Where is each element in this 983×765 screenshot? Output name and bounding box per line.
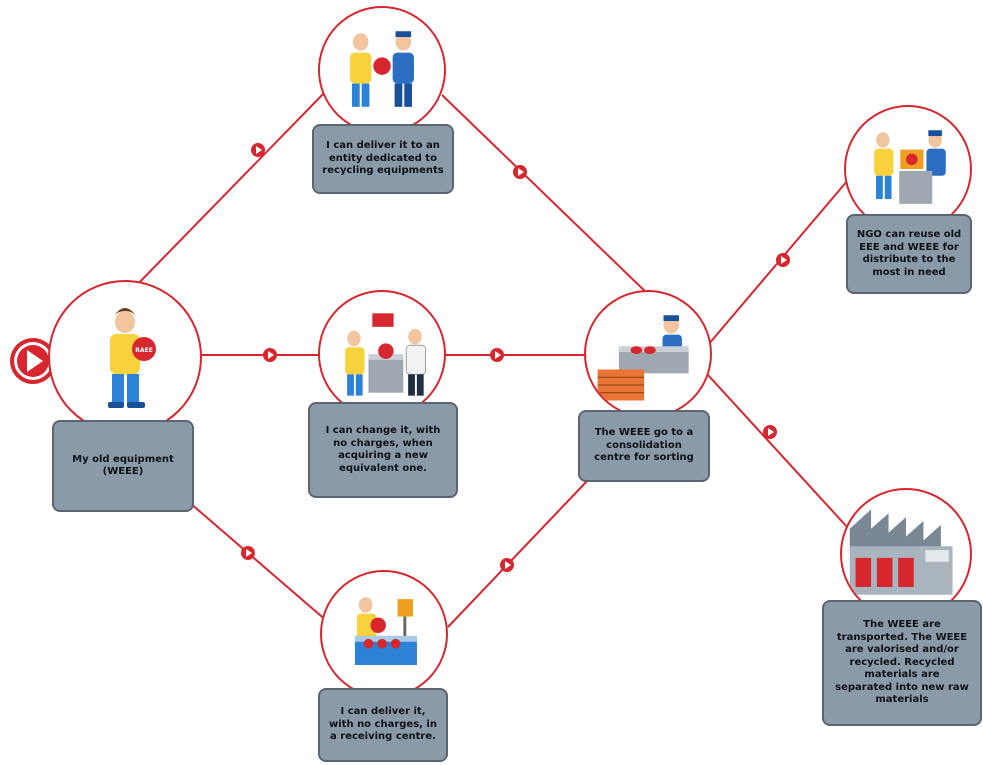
node-deliver-entity-circle xyxy=(318,6,446,134)
node-receiving-circle xyxy=(320,570,448,698)
ngo-donation-icon xyxy=(874,130,946,204)
person-holding-weee-icon: RAEE xyxy=(108,308,156,408)
node-change-label: I can change it, with no charges, when a… xyxy=(308,402,458,498)
node-receiving-label: I can deliver it, with no charges, in a … xyxy=(318,688,448,762)
node-old-equipment-label: My old equipment (WEEE) xyxy=(52,420,194,512)
node-consolidation-circle xyxy=(584,290,712,418)
edge-receiving-to-consolidation xyxy=(447,479,589,628)
handover-to-recycler-icon xyxy=(350,31,414,107)
node-transport-label: The WEEE are transported. The WEEE are v… xyxy=(822,600,982,726)
collection-bin-icon xyxy=(354,597,417,665)
sorting-worker-icon xyxy=(597,315,689,401)
edge-deliver-to-consolidation xyxy=(441,94,651,297)
flow-arrow-icon xyxy=(240,545,256,561)
node-transport-circle xyxy=(840,488,972,620)
flow-arrow-icon xyxy=(512,164,528,180)
play-icon[interactable] xyxy=(8,336,58,386)
node-change-circle xyxy=(318,290,446,418)
node-old-equipment-circle: RAEE xyxy=(48,280,202,434)
store-exchange-icon xyxy=(345,313,427,396)
flow-arrow-icon xyxy=(775,252,791,268)
edge-old-to-receiving xyxy=(189,502,329,623)
flow-arrow-icon xyxy=(262,347,278,363)
node-ngo-circle xyxy=(844,105,972,233)
node-ngo-label: NGO can reuse old EEE and WEEE for distr… xyxy=(846,214,972,294)
edge-consolidation-to-transport xyxy=(707,374,849,529)
node-deliver-entity-label: I can deliver it to an entity dedicated … xyxy=(312,124,454,194)
flow-arrow-icon xyxy=(489,347,505,363)
flow-arrow-icon xyxy=(499,557,515,573)
flow-arrow-icon xyxy=(762,424,778,440)
flow-arrow-icon xyxy=(250,142,266,158)
edge-old-to-deliver xyxy=(131,89,328,291)
weee-badge-text: RAEE xyxy=(135,347,152,354)
factory-icon xyxy=(849,509,953,595)
node-consolidation-label: The WEEE go to a consolidation centre fo… xyxy=(578,410,710,482)
